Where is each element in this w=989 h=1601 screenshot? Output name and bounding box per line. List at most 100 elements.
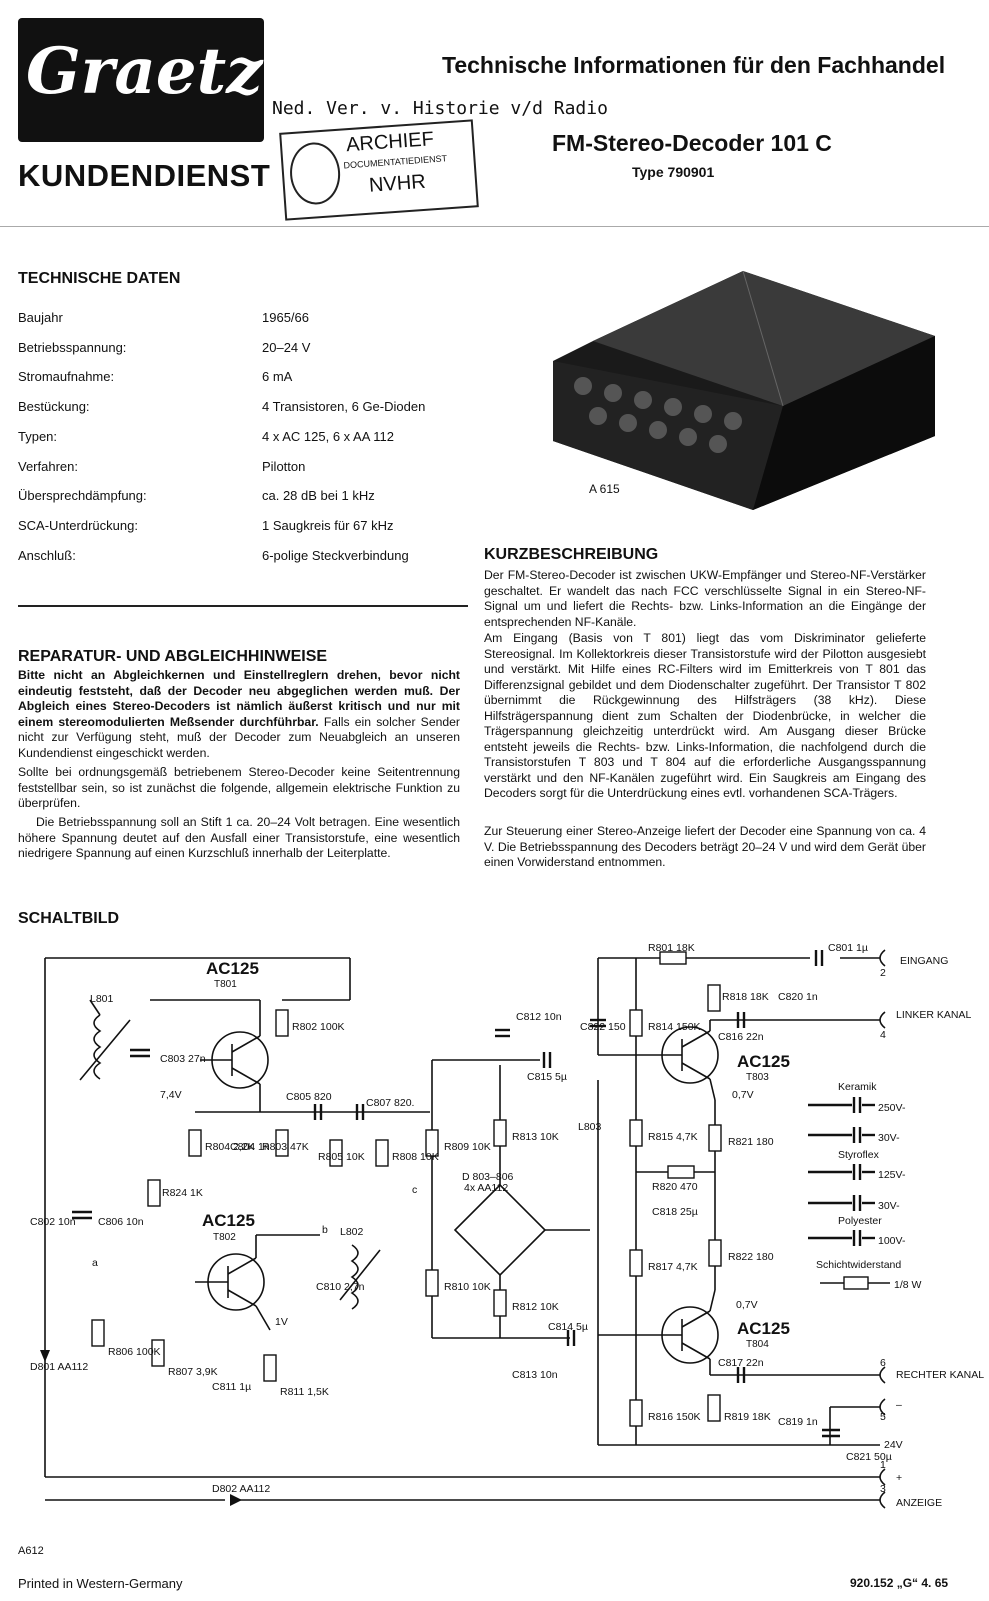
spec-value: 4 Transistoren, 6 Ge-Dioden: [262, 399, 426, 415]
r805-label: R805 10K: [318, 1151, 365, 1163]
repair-paragraph-2: Sollte bei ordnungsgemäß betriebenem Ste…: [18, 765, 460, 810]
legend-styroflex-2: 30V-: [878, 1200, 900, 1212]
r810-label: R810 10K: [444, 1281, 491, 1293]
l802-label: L802: [340, 1226, 364, 1238]
r811-label: R811 1,5K: [280, 1386, 329, 1398]
t802-type: AC125: [202, 1211, 255, 1230]
document-title: Technische Informationen für den Fachhan…: [442, 52, 946, 78]
r803-label: R803 47K: [262, 1141, 309, 1153]
r804-label: R804 2,2K: [205, 1141, 255, 1153]
summary-paragraph-1: Der FM-Stereo-Decoder ist zwischen UKW-E…: [484, 568, 926, 629]
v07b-label: 0,7V: [736, 1299, 758, 1311]
legend-styroflex: Styroflex: [838, 1149, 880, 1161]
c822-label: C822 150: [580, 1021, 626, 1033]
r815-label: R815 4,7K: [648, 1131, 698, 1143]
t804-ref: T804: [746, 1339, 769, 1350]
t802-ref: T802: [213, 1232, 236, 1243]
spec-label: Betriebsspannung:: [18, 339, 127, 355]
repair-heading: REPARATUR- UND ABGLEICHHINWEISE: [18, 648, 328, 665]
legend-polyester: Polyester: [838, 1215, 882, 1227]
r822-label: R822 180: [728, 1251, 774, 1263]
c811-label: C811 1µ: [212, 1381, 251, 1393]
archive-stamp: ARCHIEF DOCUMENTATIEDIENST NVHR: [279, 119, 479, 221]
r814-label: R814 150K: [648, 1021, 701, 1033]
product-name: FM-Stereo-Decoder 101 C: [552, 130, 832, 156]
c813-label: C813 10n: [512, 1369, 558, 1381]
spec-label: Stromaufnahme:: [18, 369, 115, 385]
l803-label: L803: [578, 1121, 602, 1133]
legend-keramik-2: 30V-: [878, 1132, 900, 1144]
spec-label: Verfahren:: [18, 458, 78, 474]
legend-polyester-1: 100V-: [878, 1235, 906, 1247]
spec-value: 6-polige Steckverbindung: [262, 547, 409, 563]
r807-label: R807 3,9K: [168, 1366, 218, 1378]
r806-label: R806 100K: [108, 1346, 161, 1358]
t801-type: AC125: [206, 959, 259, 978]
pin-3-number: 3: [880, 1483, 886, 1495]
r801-label: R801 18K: [648, 942, 695, 954]
c801-label: C801 1µ: [828, 942, 868, 954]
repair-paragraph-1-rest: Falls ein solcher Sender nicht zur Verfü…: [18, 714, 460, 760]
graetz-logo: Graetz: [26, 34, 263, 109]
pin-6-label: RECHTER KANAL: [896, 1369, 984, 1381]
c820-label: C820 1n: [778, 991, 818, 1003]
schematic-heading: SCHALTBILD: [18, 910, 120, 927]
t803-type: AC125: [737, 1052, 790, 1071]
spec-value: 6 mA: [262, 369, 293, 385]
c806-label: C806 10n: [98, 1216, 144, 1228]
r808-label: R808 10K: [392, 1151, 439, 1163]
t801-ref: T801: [214, 979, 237, 990]
section-divider: [18, 605, 468, 607]
repair-paragraph-3: Die Betriebsspannung soll an Stift 1 ca.…: [18, 815, 460, 860]
spec-value: 4 x AC 125, 6 x AA 112: [262, 428, 395, 444]
handwritten-note: Ned. Ver. v. Historie v/d Radio: [272, 98, 608, 119]
r824-label: R824 1K: [162, 1187, 203, 1199]
summary-paragraph-2: Am Eingang (Basis von T 801) liegt das v…: [484, 631, 926, 800]
drawing-number: A612: [18, 1545, 44, 1557]
spec-value: ca. 28 dB bei 1 kHz: [262, 488, 375, 504]
d802-label: D802 AA112: [212, 1483, 270, 1495]
radio-emblem-icon: [287, 140, 343, 207]
pin-5-label: –: [896, 1399, 902, 1411]
pin-3-label: ANZEIGE: [896, 1497, 942, 1509]
pin-1-label: +: [896, 1472, 902, 1484]
v24-label: 24V: [884, 1439, 903, 1451]
stamp-line-1: ARCHIEF: [345, 128, 435, 157]
spec-label: Baujahr: [18, 310, 63, 325]
photo-caption: A 615: [589, 482, 620, 496]
pin-4-label: LINKER KANAL: [896, 1009, 971, 1021]
circuit-schematic: AC125 T801 AC125 T802 AC125 T803 AC125 T…: [30, 942, 984, 1509]
legend-styroflex-1: 125V-: [878, 1169, 906, 1181]
t803-ref: T803: [746, 1072, 769, 1083]
pin-2-number: 2: [880, 967, 886, 979]
department-title: KUNDENDIENST: [18, 158, 271, 193]
t804-type: AC125: [737, 1319, 790, 1338]
spec-value: 1 Saugkreis für 67 kHz: [262, 517, 394, 533]
c819-label: C819 1n: [778, 1416, 818, 1428]
pin-6-number: 6: [880, 1357, 886, 1369]
c817-label: C817 22n: [718, 1357, 764, 1369]
r820-label: R820 470: [652, 1181, 698, 1193]
node-b: b: [322, 1224, 328, 1236]
spec-value: 1965/66: [262, 310, 309, 325]
header-divider: [0, 226, 989, 227]
specs-heading: TECHNISCHE DATEN: [18, 270, 181, 287]
pin-5-number: 5: [880, 1411, 886, 1423]
bridge-label: D 803–806: [462, 1171, 514, 1183]
r821-label: R821 180: [728, 1136, 774, 1148]
v74-label: 7,4V: [160, 1089, 182, 1101]
summary-heading: KURZBESCHREIBUNG: [484, 546, 659, 563]
c812-label: C812 10n: [516, 1011, 562, 1023]
document-code: 920.152 „G“ 4. 65: [850, 1576, 949, 1590]
c805-label: C805 820: [286, 1091, 332, 1103]
c821-label: C821 50µ: [846, 1451, 892, 1463]
pin-1-number: 1: [880, 1459, 886, 1471]
r809-label: R809 10K: [444, 1141, 491, 1153]
c804-label: C804 1n: [230, 1141, 270, 1153]
r816-label: R816 150K: [648, 1411, 701, 1423]
r802-label: R802 100K: [292, 1021, 345, 1033]
bridge-label-2: 4x AA112: [464, 1182, 508, 1194]
l801-label: L801: [90, 993, 114, 1005]
repair-warning: Bitte nicht an Abgleichkernen und Einste…: [18, 668, 460, 729]
r819-label: R819 18K: [724, 1411, 771, 1423]
